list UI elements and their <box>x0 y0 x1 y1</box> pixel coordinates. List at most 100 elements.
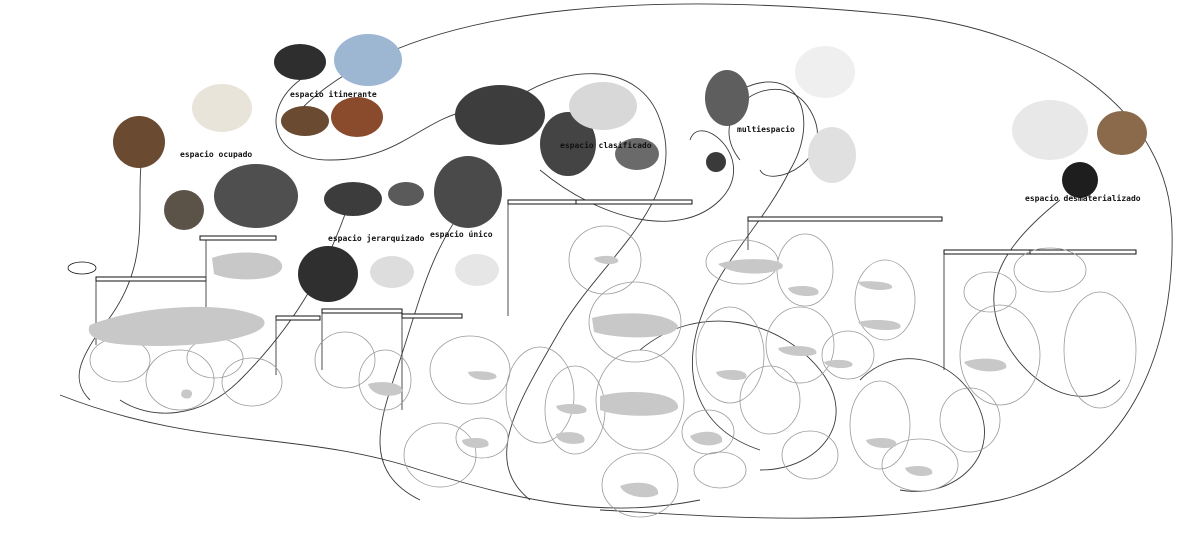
outer-arc <box>299 3 1173 519</box>
connector-desmaterializado <box>993 199 1121 397</box>
drawing-thumbnail <box>1012 100 1088 160</box>
drawing-thumbnail <box>455 254 499 286</box>
photo-thumbnail <box>298 246 358 302</box>
photo-thumbnail <box>113 116 165 168</box>
label-multiespacio: multiespacio <box>737 124 795 134</box>
bubble <box>67 261 97 275</box>
connector-loop-d <box>859 358 985 492</box>
blob <box>368 382 403 396</box>
label-espacio-ocupado: espacio ocupado <box>180 149 252 159</box>
connector-lines <box>59 3 1173 519</box>
bubble <box>821 330 875 380</box>
blob <box>212 252 283 280</box>
bubble <box>881 438 959 492</box>
photo-thumbnail <box>434 156 502 228</box>
photo-thumbnail <box>331 97 383 137</box>
blob <box>88 306 265 346</box>
blob <box>462 438 489 448</box>
blob <box>556 432 585 444</box>
blob <box>788 286 819 296</box>
bubble <box>455 417 509 459</box>
connector-loop-c <box>639 320 837 471</box>
bubble <box>145 349 215 411</box>
timeline-bar <box>321 308 403 314</box>
blob <box>866 438 897 448</box>
blob <box>181 389 193 399</box>
blob <box>858 281 893 290</box>
label-espacio-clasificado: espacio clasificado <box>560 140 652 150</box>
blob <box>556 404 587 414</box>
drawing-thumbnail <box>192 84 252 132</box>
photo-thumbnail <box>706 152 726 172</box>
blob <box>905 466 933 476</box>
connector-itinerante <box>275 79 471 161</box>
label-espacio-itinerante: espacio itinerante <box>290 89 377 99</box>
bubble <box>765 306 835 384</box>
label-espacio-unico: espacio único <box>430 229 493 239</box>
blob <box>600 392 679 416</box>
label-espacio-jerarquizado: espacio jerarquizado <box>328 233 425 243</box>
bubble <box>739 365 801 435</box>
drawing-thumbnail <box>808 127 856 183</box>
photo-thumbnail <box>274 44 326 80</box>
photo-thumbnail <box>334 34 402 86</box>
blob <box>858 320 901 330</box>
photo-thumbnail <box>1062 162 1098 198</box>
blob <box>778 346 817 356</box>
bubble <box>358 349 412 411</box>
photo-thumbnail <box>324 182 382 216</box>
blob <box>690 431 723 446</box>
timeline-bar <box>575 199 693 205</box>
connector-jerarquizado <box>119 199 351 414</box>
bubble <box>595 349 685 451</box>
bubble <box>781 430 839 480</box>
drawing-thumbnail <box>370 256 414 288</box>
drawing-thumbnail <box>795 46 855 98</box>
connector-clasificado <box>499 73 667 501</box>
blobs <box>88 252 1007 498</box>
connector-bottom <box>59 394 701 509</box>
timeline-bar <box>199 235 277 241</box>
blob <box>716 370 747 380</box>
blob <box>824 359 853 369</box>
blob <box>964 358 1007 372</box>
bubble <box>601 452 679 518</box>
blob <box>468 371 497 380</box>
bubble <box>959 304 1041 406</box>
bubble <box>505 346 575 444</box>
photo-thumbnail <box>615 138 659 170</box>
cluster-labels: espacio ocupado espacio itinerante espac… <box>180 89 1141 243</box>
photo-thumbnail <box>455 85 545 145</box>
photo-thumbnail <box>1097 111 1147 155</box>
blob <box>620 482 659 498</box>
timeline-bar <box>1029 249 1137 255</box>
timeline-bar <box>401 313 463 319</box>
timeline-bar <box>747 216 943 222</box>
blob <box>592 313 678 338</box>
timeline-bar <box>507 199 579 205</box>
bubble <box>693 451 747 489</box>
bubble <box>429 335 511 405</box>
photo-thumbnail <box>705 70 749 126</box>
timeline-bar <box>275 315 321 321</box>
blob <box>718 259 783 274</box>
label-espacio-desmaterializado: espacio desmaterializado <box>1025 193 1141 203</box>
bubble <box>1063 291 1137 409</box>
bubble <box>854 259 916 341</box>
timeline-bar <box>943 249 1031 255</box>
photo-thumbnail <box>214 164 298 228</box>
connector-loop-a <box>539 130 735 222</box>
bubble <box>939 387 1001 453</box>
photo-thumbnails <box>113 34 1147 302</box>
bubble <box>695 306 765 404</box>
bubble <box>1013 247 1087 293</box>
photo-thumbnail <box>388 182 424 206</box>
bubble <box>221 357 283 407</box>
timeline-bars <box>95 199 1137 410</box>
bubble <box>568 225 642 295</box>
connector-unico <box>379 199 471 501</box>
photo-thumbnail <box>164 190 204 230</box>
drawing-thumbnail <box>569 82 637 130</box>
photo-thumbnail <box>540 112 596 176</box>
